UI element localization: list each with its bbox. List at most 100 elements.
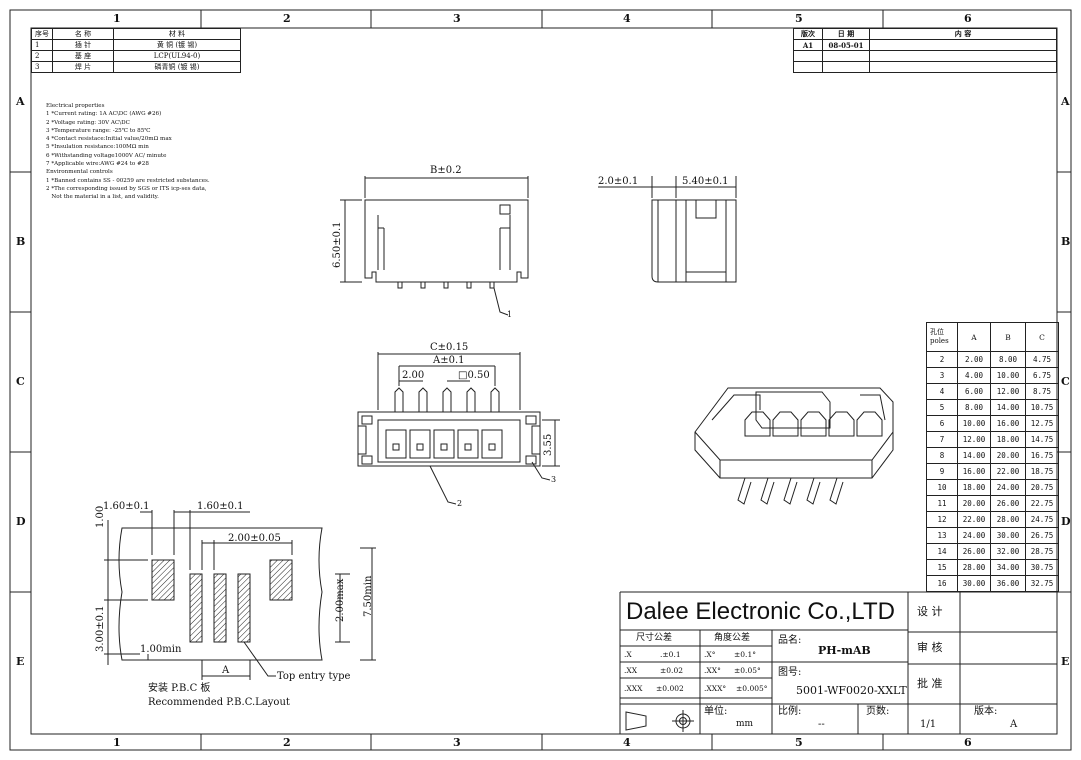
poles-cell: 28.00	[957, 559, 991, 576]
poles-cell: 12.00	[990, 383, 1026, 400]
materials-cell: 焊 片	[52, 61, 114, 73]
pcb-layout	[104, 510, 376, 680]
zone-row-c: C	[16, 375, 25, 388]
poles-cell: 14.75	[1025, 431, 1059, 448]
title-block-lines	[619, 591, 1057, 734]
projection-symbol	[625, 710, 694, 732]
poles-cell: 7	[926, 431, 958, 448]
materials-header-material: 材 料	[113, 28, 241, 40]
version-label: 版本:	[974, 706, 998, 717]
poles-cell: 22.00	[990, 463, 1026, 480]
review-label: 审 核	[917, 641, 943, 654]
poles-cell: 14.00	[957, 447, 991, 464]
zone-row-e-right: E	[1061, 655, 1070, 668]
poles-cell: 20.00	[990, 447, 1026, 464]
poles-cell: 22.00	[957, 511, 991, 528]
poles-cell: 11	[926, 495, 958, 512]
poles-cell: 4	[926, 383, 958, 400]
materials-cell: 2	[31, 50, 53, 62]
zone-col-6: 6	[964, 12, 972, 25]
electrical-line: 4 *Contact resistace:Initial value/20mΩ …	[46, 136, 172, 143]
dim-2-00max: 2.00max	[335, 578, 346, 622]
side-view	[340, 176, 529, 316]
materials-cell: LCP(UL94-0)	[113, 50, 241, 62]
poles-cell: 6	[926, 415, 958, 432]
tol-cell: ±0.1°	[734, 650, 756, 659]
tol-cell: ±0.005°	[736, 684, 768, 693]
revision-cell: A1	[793, 39, 823, 51]
materials-cell: 3	[31, 61, 53, 73]
zone-col-2: 2	[283, 12, 291, 25]
tol-cell: ±0.05°	[734, 666, 761, 675]
revision-header-date: 日 期	[822, 28, 870, 40]
part-name-value: PH-mAB	[818, 644, 871, 657]
tol-cell: .±0.1	[660, 650, 681, 659]
poles-cell: 16.00	[957, 463, 991, 480]
poles-cell: 3	[926, 367, 958, 384]
poles-cell: 12	[926, 511, 958, 528]
unit-label: 单位:	[704, 706, 728, 717]
environment-line: 1 *Banned contains SS - 00259 are restri…	[46, 177, 210, 184]
poles-cell: 16.00	[990, 415, 1026, 432]
zone-row-a-right: A	[1061, 95, 1070, 108]
materials-table: 序号 名 称 材 料 1 插 针 黄 铜 (镀 锡) 2 基 座 LCP(UL9…	[31, 28, 241, 73]
tol-cell: .X°	[704, 650, 716, 659]
electrical-line: 3 *Temperature range: -25℃ to 85℃	[46, 127, 151, 134]
dim-tolerance-label: 尺寸公差	[636, 633, 673, 643]
dim-3-00: 3.00±0.1	[95, 605, 106, 652]
dim-a: A±0.1	[433, 355, 465, 366]
zone-row-c-right: C	[1061, 375, 1070, 388]
zone-row-b: B	[16, 235, 26, 248]
isometric-view	[694, 387, 894, 505]
poles-cell: 14	[926, 543, 958, 560]
poles-cell: 18.00	[957, 479, 991, 496]
dim-1-00: 1.00	[95, 505, 106, 528]
poles-header-a: A	[957, 322, 991, 352]
zone-col-6-bottom: 6	[964, 736, 972, 749]
revision-header-content: 内 容	[869, 28, 1057, 40]
revision-cell	[869, 39, 1057, 51]
poles-cell: 20.00	[957, 495, 991, 512]
scale-value: --	[818, 719, 825, 730]
poles-cell: 12.00	[957, 431, 991, 448]
poles-cell: 6.00	[957, 383, 991, 400]
approve-label: 批 准	[917, 677, 943, 690]
poles-cell: 4.75	[1025, 351, 1059, 368]
environment-line: 2 *The corresponding issued by SGS or IT…	[46, 185, 207, 192]
electrical-line: 1 *Current rating: 1A AC\DC (AWG #26)	[46, 111, 162, 118]
pages-label: 页数:	[866, 706, 890, 717]
dim-2-0: 2.0±0.1	[598, 176, 639, 187]
unit-value: mm	[736, 719, 754, 729]
drawing-number-value: 5001-WF0020-XXLT	[796, 684, 907, 697]
zone-col-5: 5	[795, 12, 803, 25]
angle-tolerance-label: 角度公差	[714, 633, 751, 643]
poles-cell: 10.75	[1025, 399, 1059, 416]
poles-cell: 16	[926, 575, 958, 592]
poles-cell: 26.00	[990, 495, 1026, 512]
dim-pcb-a: A	[222, 665, 230, 676]
top-entry-label: Top entry type	[277, 671, 351, 682]
poles-cell: 36.00	[990, 575, 1026, 592]
zone-col-4-bottom: 4	[623, 736, 631, 749]
dim-3-55: 3.55	[543, 433, 554, 456]
electrical-title: Electrical properties	[46, 103, 105, 109]
poles-cell: 5	[926, 399, 958, 416]
poles-cell: 8.75	[1025, 383, 1059, 400]
poles-cell: 28.75	[1025, 543, 1059, 560]
callout-2: 2	[457, 499, 463, 508]
callout-1: 1	[507, 310, 513, 319]
poles-cell: 8	[926, 447, 958, 464]
zone-row-d-right: D	[1061, 515, 1071, 528]
poles-cell: 6.75	[1025, 367, 1059, 384]
dim-pad-pitch: 2.00±0.05	[228, 533, 281, 544]
materials-cell: 1	[31, 39, 53, 51]
poles-cell: 8.00	[957, 399, 991, 416]
dim-7-50min: 7.50min	[363, 575, 374, 617]
